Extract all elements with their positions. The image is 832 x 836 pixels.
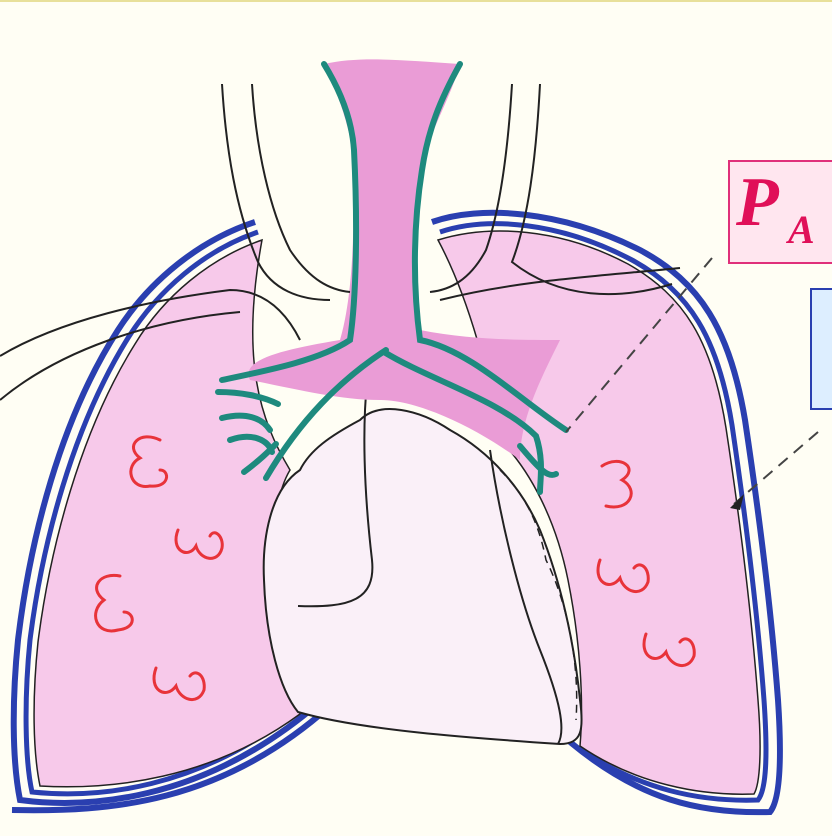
left-lung [34, 240, 300, 787]
pleural-pressure-label [810, 288, 832, 410]
alveolar-pressure-symbol: P [736, 168, 779, 238]
alveolar-pressure-label: P A [728, 160, 832, 264]
vessel-left-2 [252, 84, 350, 292]
alveolar-pressure-subscript: A [788, 210, 815, 250]
